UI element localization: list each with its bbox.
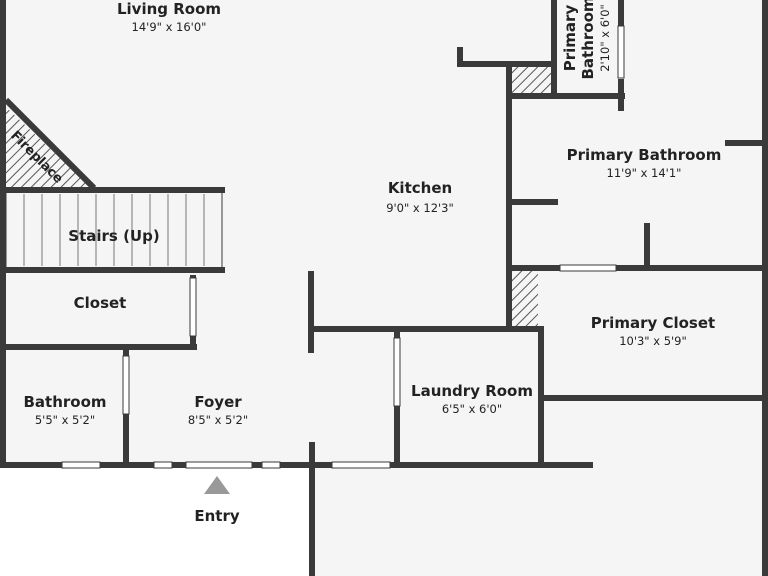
- bathroom-name: Bathroom: [23, 393, 106, 411]
- laundry-room-dims: 6'5" x 6'0": [442, 402, 502, 416]
- living-room-name: Living Room: [117, 0, 221, 18]
- primary-closet-dims: 10'3" x 5'9": [619, 334, 687, 348]
- triangle-up-icon: [204, 476, 230, 494]
- windows: [61, 25, 625, 469]
- hatched-chase-top: [512, 66, 551, 96]
- bathroom-dims: 5'5" x 5'2": [35, 413, 95, 427]
- primary-bathroom-dims: 11'9" x 14'1": [607, 166, 682, 180]
- foyer-name: Foyer: [194, 393, 242, 411]
- primary-closet-name: Primary Closet: [591, 314, 715, 332]
- entry-label: Entry: [194, 507, 239, 525]
- stairs-label: Stairs (Up): [68, 227, 159, 245]
- stairs: [5, 191, 223, 269]
- hatched-chase-mid: [512, 270, 538, 326]
- primary-bathroom-small-dims: 2'10" x 6'0": [598, 4, 612, 72]
- kitchen-name: Kitchen: [388, 179, 452, 197]
- laundry-room-name: Laundry Room: [411, 382, 533, 400]
- primary-bathroom-name: Primary Bathroom: [567, 146, 722, 164]
- primary-bathroom-small-name-line1: Primary: [561, 5, 579, 72]
- closet-name: Closet: [74, 294, 127, 312]
- kitchen-dims: 9'0" x 12'3": [386, 201, 454, 215]
- primary-bathroom-small-name-line2: Bathroom: [579, 0, 597, 80]
- fireplace-shape: [3, 97, 97, 191]
- foyer-dims: 8'5" x 5'2": [188, 413, 248, 427]
- living-room-dims: 14'9" x 16'0": [132, 20, 207, 34]
